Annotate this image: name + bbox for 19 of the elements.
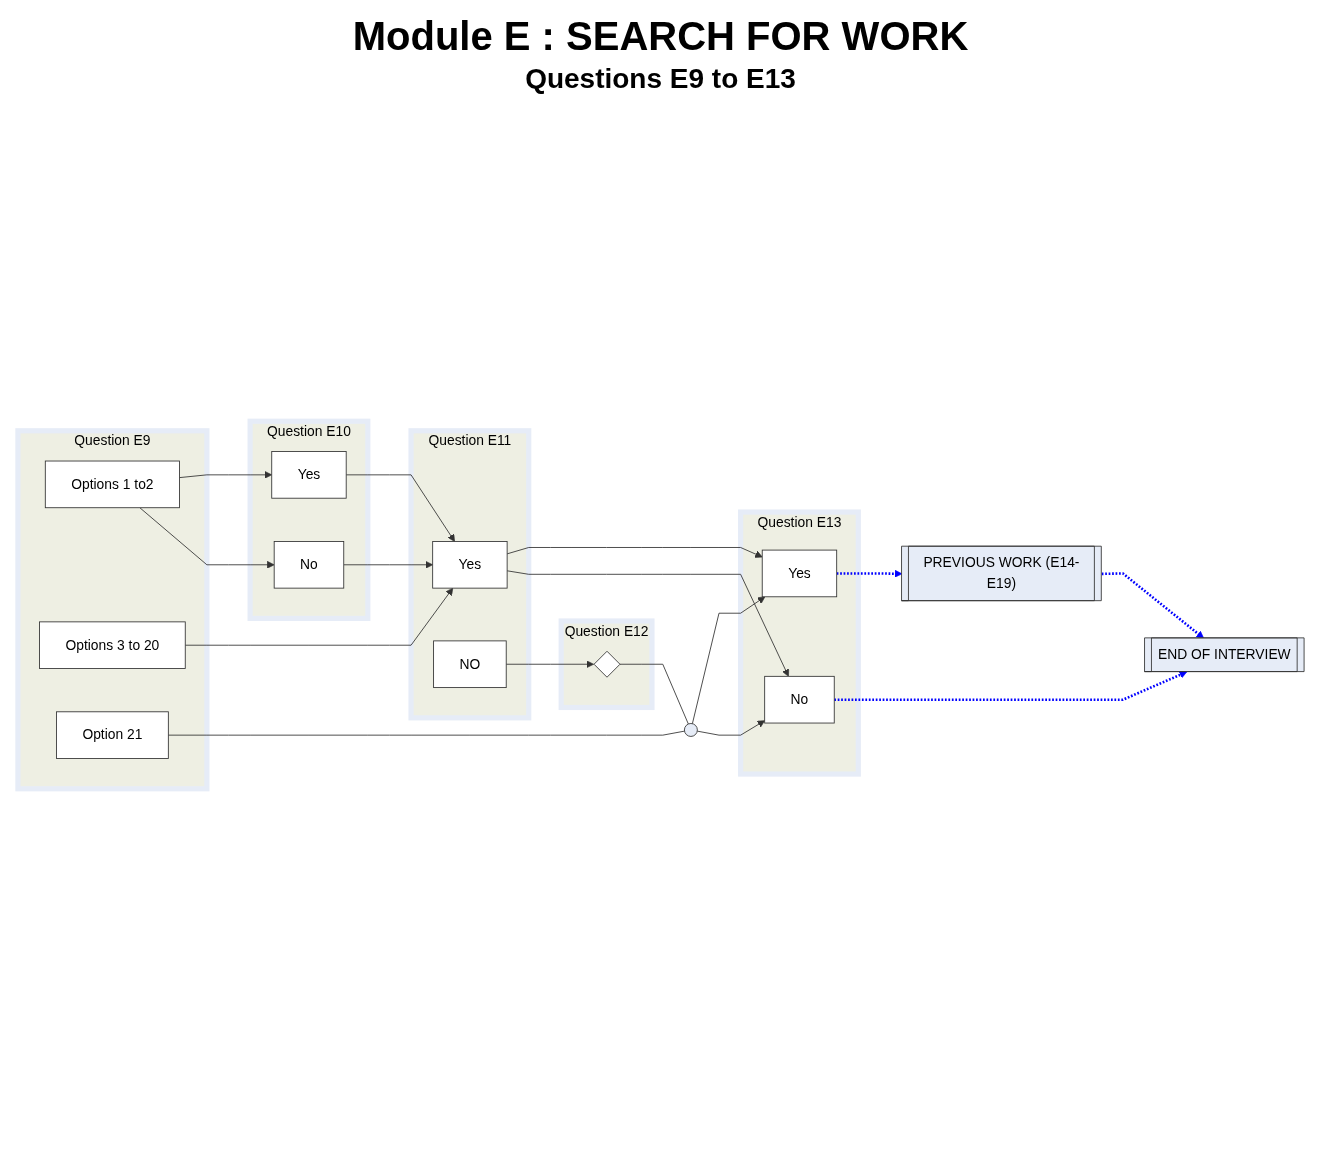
arrow — [836, 569, 902, 578]
node-circle — [683, 723, 698, 737]
node-box: NO — [432, 640, 507, 688]
subtitle: Questions E9 to E13 — [524, 63, 797, 95]
node-box: Yes — [270, 451, 347, 499]
node-box: No — [273, 541, 344, 589]
diagram-title: Module E : SEARCH FOR WORK — [351, 14, 970, 59]
arrow — [833, 671, 1187, 701]
cluster: Question E12 — [558, 618, 655, 711]
node-box: Yes — [761, 549, 837, 598]
node-box: Options 1 to2 — [44, 460, 180, 509]
node-box: Options 3 to 20 — [38, 621, 186, 669]
connector — [618, 663, 689, 725]
node-box: Option 21 — [55, 711, 169, 759]
connector — [167, 730, 685, 736]
node-diamond — [593, 650, 620, 678]
node-box: No — [763, 675, 835, 724]
node-box: Yes — [431, 541, 508, 589]
arrow — [1101, 572, 1204, 639]
